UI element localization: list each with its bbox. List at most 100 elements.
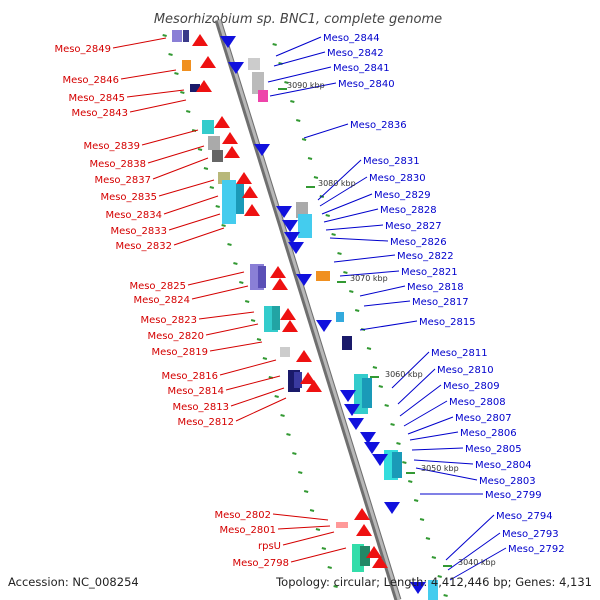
connector-line: [282, 531, 335, 546]
gene-label[interactable]: Meso_2822: [397, 251, 454, 262]
gene-label[interactable]: Meso_2834: [105, 210, 162, 221]
gene-box: [360, 546, 370, 566]
gene-label[interactable]: Meso_2804: [475, 460, 532, 471]
connector-line: [329, 237, 389, 242]
gene-label[interactable]: Meso_2823: [140, 315, 197, 326]
gene-arrow-forward: [354, 508, 370, 520]
tick-mark: [239, 281, 244, 284]
gene-label[interactable]: Meso_2844: [323, 33, 380, 44]
gene-label[interactable]: Meso_2842: [327, 48, 384, 59]
gene-arrow-forward: [296, 350, 312, 362]
gene-arrow-forward: [356, 524, 372, 536]
gene-label[interactable]: Meso_2838: [89, 159, 146, 170]
connector-line: [126, 89, 185, 98]
gene-label[interactable]: Meso_2828: [380, 205, 437, 216]
gene-label[interactable]: Meso_2841: [333, 63, 390, 74]
connector-line: [363, 300, 411, 307]
gene-label[interactable]: Meso_2843: [71, 108, 128, 119]
gene-label[interactable]: Meso_2846: [62, 75, 119, 86]
tick-mark: [331, 233, 336, 236]
gene-arrow-forward: [196, 80, 212, 92]
gene-arrow-reverse: [282, 220, 298, 232]
left-gene-labels: Meso_2849 Meso_2846 Meso_2845 Meso_2843 …: [54, 44, 289, 569]
gene-label[interactable]: Meso_2832: [115, 241, 172, 252]
gene-box: [190, 84, 200, 92]
connector-line: [235, 397, 287, 422]
gene-label[interactable]: Meso_2824: [133, 295, 190, 306]
connector-line: [333, 254, 396, 263]
right-gene-labels: Meso_2844 Meso_2842 Meso_2841 Meso_2840 …: [323, 33, 565, 555]
connector-line: [275, 36, 322, 57]
gene-box: [252, 72, 264, 94]
tick-mark: [402, 461, 407, 464]
gene-label[interactable]: rpsU: [258, 541, 281, 552]
gene-label[interactable]: Meso_2806: [460, 428, 517, 439]
connector-line: [163, 195, 219, 215]
gene-label[interactable]: Meso_2818: [407, 282, 464, 293]
connector-line: [141, 129, 199, 146]
gene-label[interactable]: Meso_2830: [369, 173, 426, 184]
gene-label[interactable]: Meso_2799: [485, 490, 542, 501]
gene-label[interactable]: Meso_2829: [374, 190, 431, 201]
tick-mark: [431, 556, 437, 559]
gene-label[interactable]: Meso_2798: [232, 558, 289, 569]
gene-label[interactable]: Meso_2835: [100, 192, 157, 203]
connector-line: [303, 123, 349, 139]
gene-arrow-reverse: [372, 454, 388, 466]
connector-line: [112, 37, 167, 49]
gene-label[interactable]: Meso_2792: [508, 544, 565, 555]
gene-arrow-forward: [272, 278, 288, 290]
gene-label[interactable]: Meso_2840: [338, 79, 395, 90]
gene-label[interactable]: Meso_2826: [390, 237, 447, 248]
gene-label[interactable]: Meso_2836: [350, 120, 407, 131]
gene-label[interactable]: Meso_2807: [455, 413, 512, 424]
gene-arrow-forward: [270, 266, 286, 278]
gene-label[interactable]: Meso_2819: [151, 347, 208, 358]
gene-arrow-forward: [222, 132, 238, 144]
gene-label[interactable]: Meso_2794: [496, 511, 553, 522]
gene-arrow-reverse: [276, 206, 292, 218]
gene-label[interactable]: Meso_2831: [363, 156, 420, 167]
gene-label[interactable]: Meso_2845: [68, 93, 125, 104]
gene-arrow-reverse: [340, 390, 356, 402]
tick-mark: [337, 252, 342, 255]
gene-label[interactable]: Meso_2801: [219, 525, 276, 536]
gene-label[interactable]: Meso_2839: [83, 141, 140, 152]
tick-mark: [280, 414, 285, 417]
gene-label[interactable]: Meso_2813: [172, 402, 229, 413]
gene-label[interactable]: Meso_2817: [412, 297, 469, 308]
gene-label[interactable]: Meso_2827: [385, 221, 442, 232]
gene-box: [183, 30, 189, 42]
gene-label[interactable]: Meso_2820: [147, 331, 204, 342]
gene-box: [392, 452, 402, 478]
connector-line: [267, 66, 332, 83]
gene-label[interactable]: Meso_2849: [54, 44, 111, 55]
kbp-label: 3070 kbp: [350, 274, 388, 283]
connector-line: [225, 375, 281, 391]
gene-label[interactable]: Meso_2833: [110, 226, 167, 237]
gene-label[interactable]: Meso_2816: [161, 371, 218, 382]
gene-label[interactable]: Meso_2809: [443, 381, 500, 392]
connector-line: [209, 341, 263, 352]
connector-line: [317, 159, 362, 201]
tick-mark: [408, 480, 413, 483]
tick-mark: [227, 243, 232, 246]
gene-label[interactable]: Meso_2810: [437, 365, 494, 376]
gene-label[interactable]: Meso_2812: [177, 417, 234, 428]
gene-label[interactable]: Meso_2815: [419, 317, 476, 328]
gene-label[interactable]: Meso_2811: [431, 348, 488, 359]
gene-label[interactable]: Meso_2821: [401, 267, 458, 278]
gene-label[interactable]: Meso_2793: [502, 529, 559, 540]
tick-mark: [349, 290, 354, 293]
gene-label[interactable]: Meso_2825: [129, 281, 186, 292]
gene-label[interactable]: Meso_2802: [214, 510, 271, 521]
gene-label[interactable]: Meso_2805: [465, 444, 522, 455]
gene-label[interactable]: Meso_2837: [94, 175, 151, 186]
tick-mark: [197, 148, 203, 151]
gene-label[interactable]: Meso_2803: [479, 476, 536, 487]
gene-label[interactable]: Meso_2808: [449, 397, 506, 408]
tick-mark: [286, 433, 291, 436]
gene-label[interactable]: Meso_2814: [167, 386, 224, 397]
connector-line: [129, 99, 187, 113]
connector-line: [403, 400, 448, 427]
